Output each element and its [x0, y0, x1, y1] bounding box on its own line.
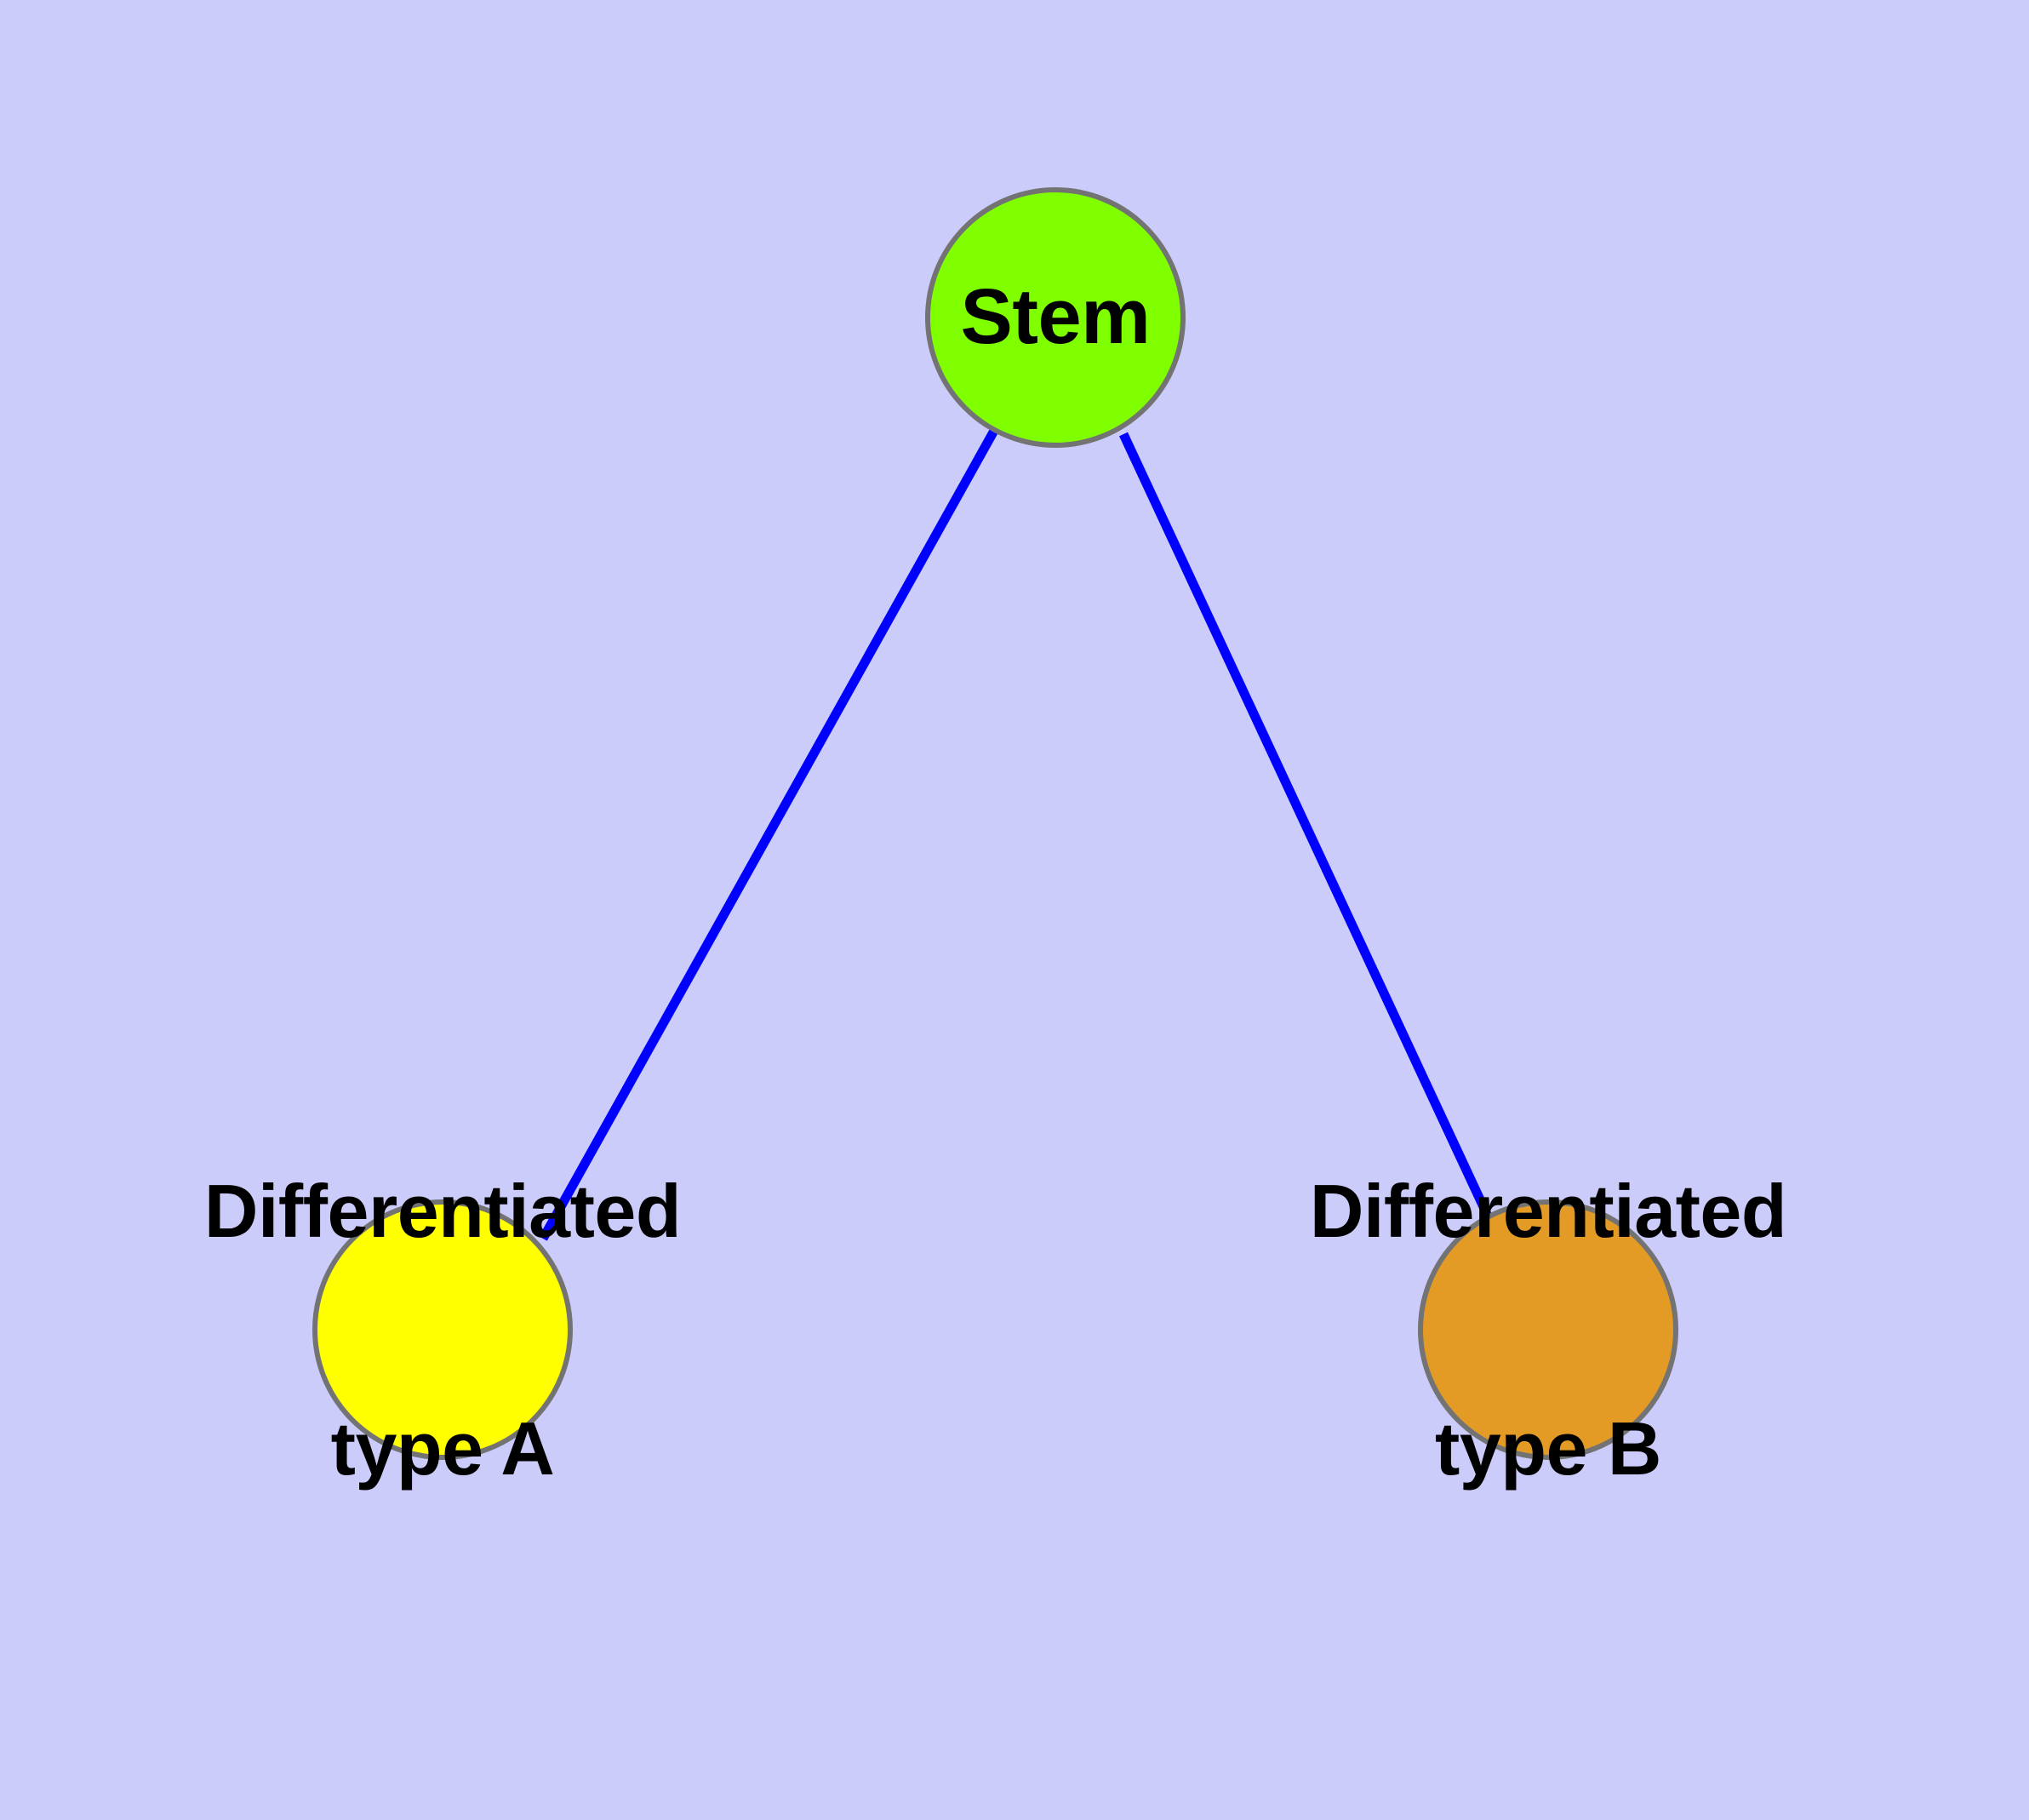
edge-stem-to-differentiated-type-a — [539, 428, 998, 1241]
node-layer — [312, 187, 1678, 1460]
node-differentiated-type-b[interactable] — [1418, 1199, 1678, 1460]
edge-stem-to-differentiated-type-b — [1119, 432, 1495, 1226]
edge-layer — [539, 428, 1495, 1241]
node-stem[interactable] — [925, 187, 1186, 448]
node-differentiated-type-a[interactable] — [312, 1199, 573, 1460]
